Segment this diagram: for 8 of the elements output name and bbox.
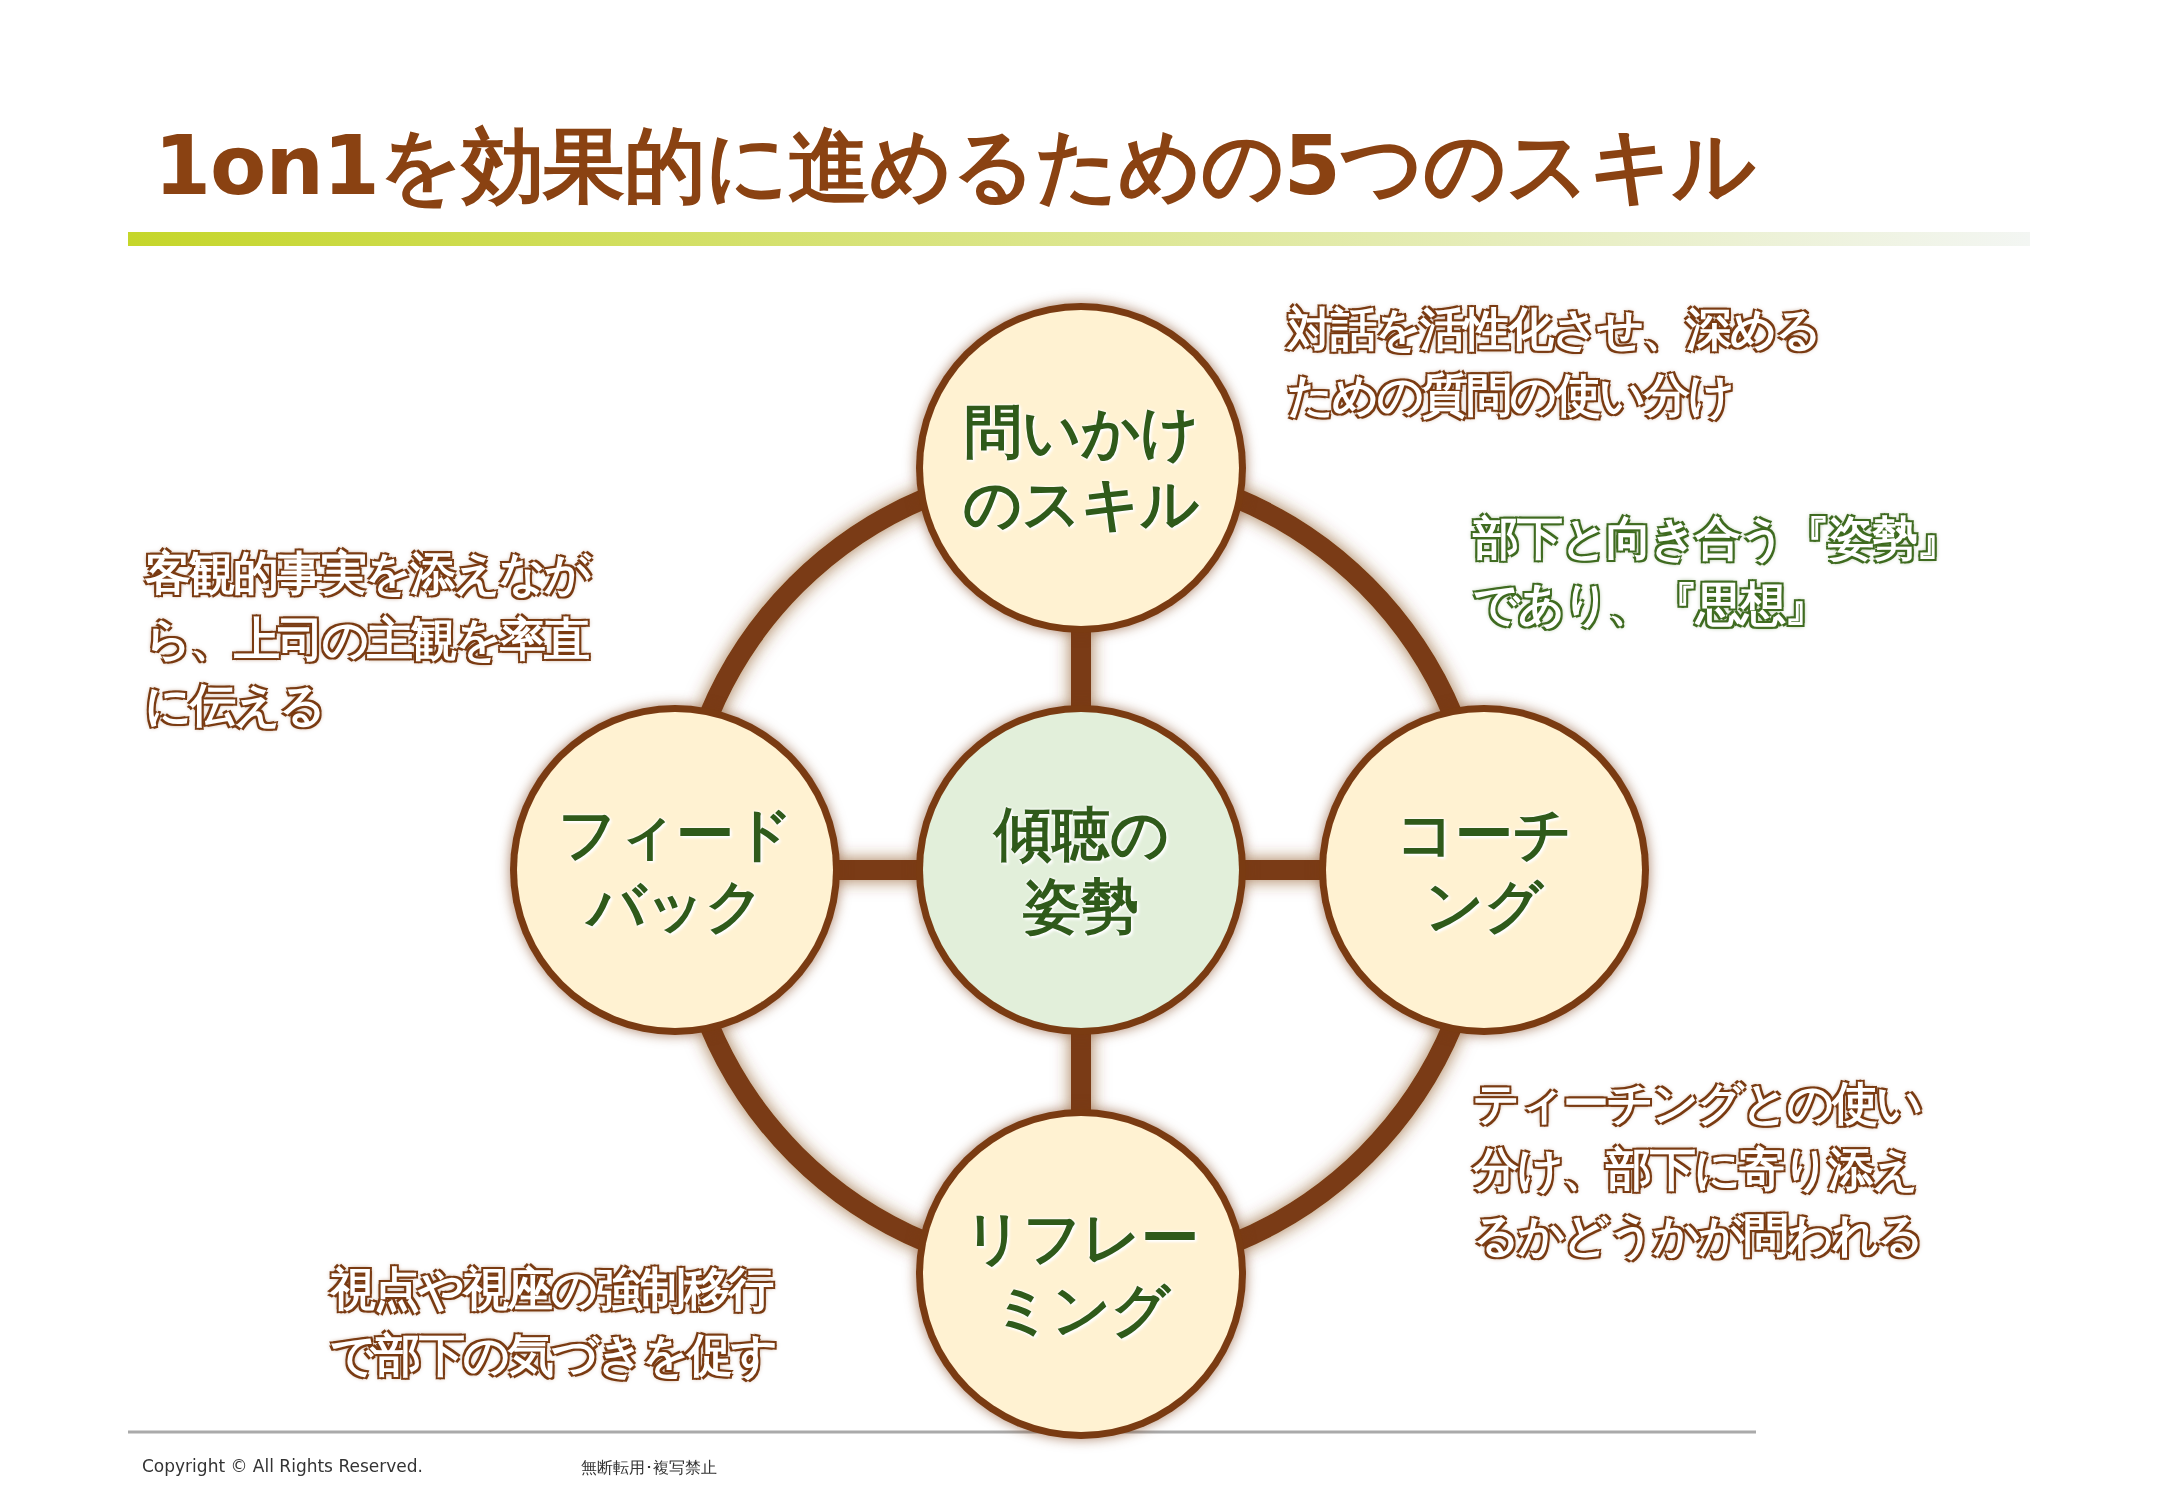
footer-note: Copyright © All Rights Reserved. xyxy=(142,1456,423,1476)
skill-name: 問いかけのスキル xyxy=(962,397,1200,540)
skill-name: フィードバック xyxy=(556,799,794,942)
skill-name: コーチング xyxy=(1395,799,1573,942)
title: 1on1を効果的に進めるための5つのスキル xyxy=(128,112,2030,246)
footer-note: 無断転用･複写禁止 xyxy=(581,1458,717,1479)
skill-name: 傾聴の姿勢 xyxy=(991,799,1170,942)
skill-name: リフレーミング xyxy=(962,1203,1200,1346)
